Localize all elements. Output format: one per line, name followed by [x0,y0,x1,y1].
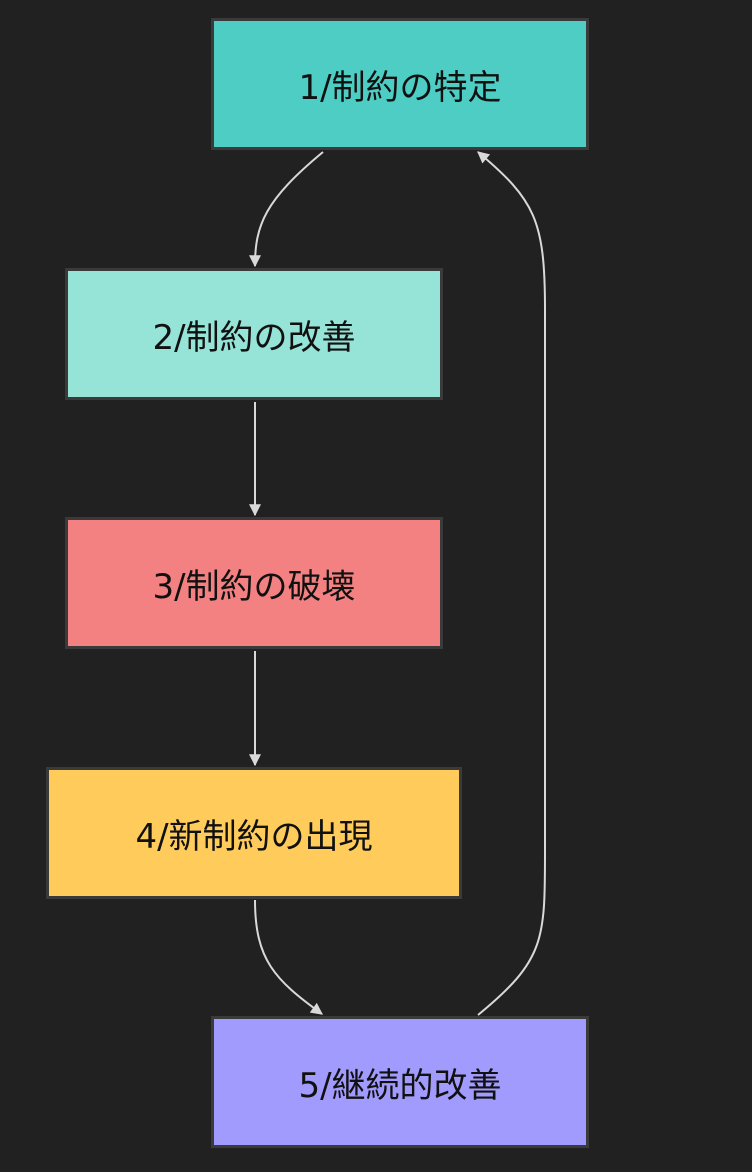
flow-node-1: 1/制約の特定 [211,18,589,150]
flow-node-3-label: 3/制約の破壊 [152,566,356,607]
flow-node-2: 2/制約の改善 [65,268,443,400]
edge-1-to-2 [249,151,324,268]
flow-node-2-label: 2/制約の改善 [152,317,356,358]
flow-node-3: 3/制約の破壊 [65,517,443,649]
flow-node-4: 4/新制約の出現 [46,767,462,899]
flow-node-5-label: 5/継続的改善 [298,1065,502,1106]
flow-node-4-label: 4/新制約の出現 [135,816,373,857]
edge-5-to-1 [477,151,546,1016]
edge-4-to-5 [254,899,323,1015]
flow-node-5: 5/継続的改善 [211,1016,589,1148]
flow-node-1-label: 1/制約の特定 [298,67,502,108]
